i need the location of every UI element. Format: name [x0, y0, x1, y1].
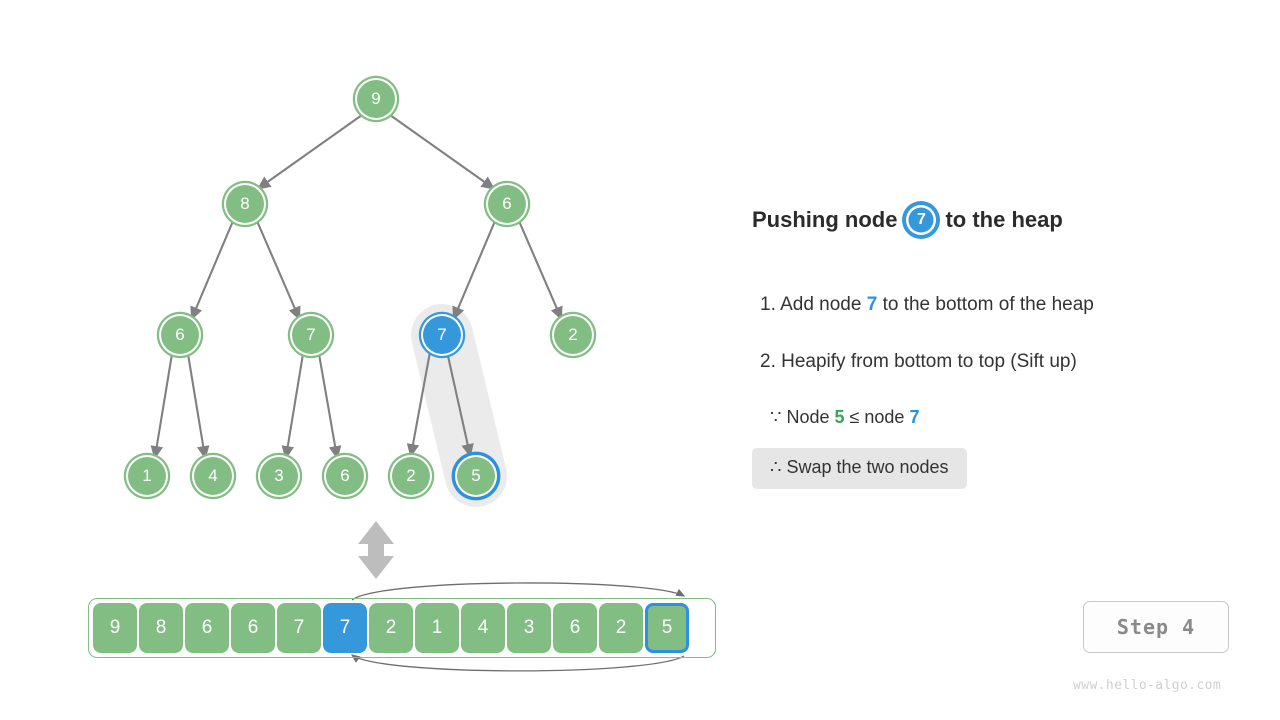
edge-8-7	[256, 220, 301, 321]
tree-node-7-l2b[interactable]: 7	[290, 314, 332, 356]
tree-node-6-l2a[interactable]: 6	[159, 314, 201, 356]
step-1-node-value: 7	[866, 294, 878, 315]
step-1-prefix: 1. Add node	[760, 294, 867, 315]
conclusion-box: ∴ Swap the two nodes	[752, 448, 967, 489]
array-cell-12-target[interactable]: 5	[645, 603, 689, 653]
edge-6-1	[150, 353, 174, 460]
tree-node-7-active[interactable]: 7	[421, 314, 463, 356]
edge-9-6	[389, 114, 496, 190]
tree-node-6-right[interactable]: 6	[486, 183, 528, 225]
array-cell-9[interactable]: 3	[507, 603, 551, 653]
watermark: www.hello-algo.com	[1073, 678, 1222, 693]
array-cell-3[interactable]: 6	[231, 603, 275, 653]
conclusion-text: ∴ Swap the two nodes	[770, 457, 949, 478]
edge-6-4	[186, 353, 210, 460]
vertical-double-arrow-icon	[358, 521, 394, 579]
array-cell-4[interactable]: 7	[277, 603, 321, 653]
array-cell-10[interactable]: 6	[553, 603, 597, 653]
step-1-text: 1. Add node 7 to the bottom of the heap	[760, 293, 1094, 317]
edge-6-7a	[452, 220, 496, 321]
edge-9-8	[256, 114, 363, 190]
tree-node-5-target[interactable]: 5	[455, 455, 497, 497]
reason-text: ∵ Node 5 ≤ node 7	[770, 405, 919, 429]
reason-prefix: Node	[781, 407, 835, 427]
conclusion-label: Swap the two nodes	[781, 457, 949, 477]
panel-title-prefix: Pushing node	[752, 207, 898, 232]
tree-node-3-leaf[interactable]: 3	[258, 455, 300, 497]
edge-7-3	[281, 353, 305, 460]
panel-title: Pushing node 7 to the heap	[752, 205, 1252, 235]
tree-node-9[interactable]: 9	[355, 78, 397, 120]
tree-edge-group	[150, 114, 563, 460]
step-2-text: 2. Heapify from bottom to top (Sift up)	[760, 351, 1077, 372]
edge-7-2	[406, 351, 432, 458]
array-cell-8[interactable]: 4	[461, 603, 505, 653]
reason-value-a: 5	[834, 407, 845, 427]
array-cell-1[interactable]: 8	[139, 603, 183, 653]
edge-7-6b	[317, 353, 342, 460]
tree-node-4-leaf[interactable]: 4	[192, 455, 234, 497]
heap-array: 9 8 6 6 7 7 2 1 4 3 6 2 5	[88, 598, 716, 658]
array-cell-7[interactable]: 1	[415, 603, 459, 653]
edge-8-6	[190, 220, 234, 321]
tree-node-8[interactable]: 8	[224, 183, 266, 225]
panel-title-suffix: to the heap	[945, 207, 1063, 232]
therefore-symbol: ∴	[770, 457, 782, 477]
array-swap-arrows	[350, 582, 686, 672]
tree-node-2-l2d[interactable]: 2	[552, 314, 594, 356]
array-cell-6[interactable]: 2	[369, 603, 413, 653]
tree-node-6-leaf[interactable]: 6	[324, 455, 366, 497]
edge-7-5	[446, 355, 474, 458]
step-1-suffix: to the bottom of the heap	[877, 294, 1094, 315]
array-cell-11[interactable]: 2	[599, 603, 643, 653]
tree-node-2-leaf[interactable]: 2	[390, 455, 432, 497]
reason-value-b: 7	[909, 407, 920, 427]
swap-arrow-forward	[351, 582, 686, 601]
array-cell-0[interactable]: 9	[93, 603, 137, 653]
because-symbol: ∵	[770, 407, 782, 427]
reason-middle: ≤ node	[844, 407, 910, 427]
panel-title-node-badge: 7	[906, 205, 937, 235]
swap-arrow-back	[350, 654, 685, 672]
array-cell-2[interactable]: 6	[185, 603, 229, 653]
explanation-panel: Pushing node 7 to the heap 1. Add node 7…	[752, 205, 1252, 489]
edge-6-2	[518, 220, 563, 321]
tree-node-1-leaf[interactable]: 1	[126, 455, 168, 497]
step-badge: Step 4	[1083, 601, 1229, 653]
array-cell-5-active[interactable]: 7	[323, 603, 367, 653]
